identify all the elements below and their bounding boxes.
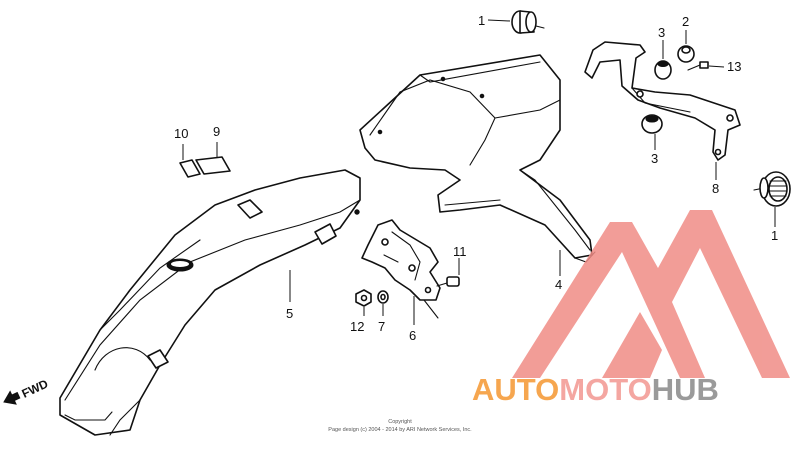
brand-auto: AUTO [472, 372, 559, 407]
callout-3-top: 3 [658, 25, 665, 40]
callout-10: 10 [174, 126, 188, 141]
collar-part-2 [677, 45, 695, 63]
license-bracket-part [361, 219, 441, 319]
copyright-line-1: Copyright [388, 419, 412, 425]
copyright-notice: Copyright Page design (c) 2004 - 2014 by… [328, 419, 472, 433]
callout-8: 8 [712, 181, 719, 196]
leader-lines [182, 19, 776, 325]
rear-fender-part [59, 169, 361, 436]
bolt-part-11 [436, 276, 460, 287]
forward-direction-indicator: FWD [3, 376, 51, 405]
callout-11: 11 [453, 244, 467, 259]
cushion-part-3-bottom [641, 114, 663, 134]
callout-1-top: 1 [478, 13, 485, 28]
label-decal-parts [179, 156, 231, 178]
brand-hub: HUB [652, 372, 719, 407]
cushion-part-3-top [654, 60, 672, 80]
callout-numbers: 1 2 3 13 3 8 1 10 9 11 4 5 12 7 6 [174, 13, 778, 343]
callout-3-bottom: 3 [651, 151, 658, 166]
screw-part-13 [687, 61, 709, 71]
callout-5: 5 [286, 306, 293, 321]
callout-9: 9 [213, 124, 220, 139]
copyright-line-2: Page design (c) 2004 - 2014 by ARI Netwo… [328, 427, 472, 433]
callout-12: 12 [350, 319, 364, 334]
callout-4: 4 [555, 277, 562, 292]
reflector-part-bottom [753, 171, 791, 207]
fwd-label: FWD [20, 376, 51, 400]
brand-moto: MOTO [559, 372, 651, 407]
callout-6: 6 [409, 328, 416, 343]
nut-part-12 [355, 289, 372, 307]
svg-text:AUTOMOTOHUB: AUTOMOTOHUB [472, 372, 719, 407]
washer-part-7 [377, 290, 389, 304]
callout-7: 7 [378, 319, 385, 334]
watermark-brand-text: AUTOMOTOHUB [472, 372, 719, 407]
callout-2: 2 [682, 14, 689, 29]
callout-13: 13 [727, 59, 741, 74]
callout-1-bottom: 1 [771, 228, 778, 243]
reflector-part-top [511, 10, 545, 34]
watermark-logo [512, 210, 790, 378]
watermark-triangle-icon [512, 210, 790, 378]
stay-bracket-part [584, 41, 741, 161]
rear-cover-part [359, 54, 596, 263]
forward-arrow-icon [3, 390, 21, 405]
